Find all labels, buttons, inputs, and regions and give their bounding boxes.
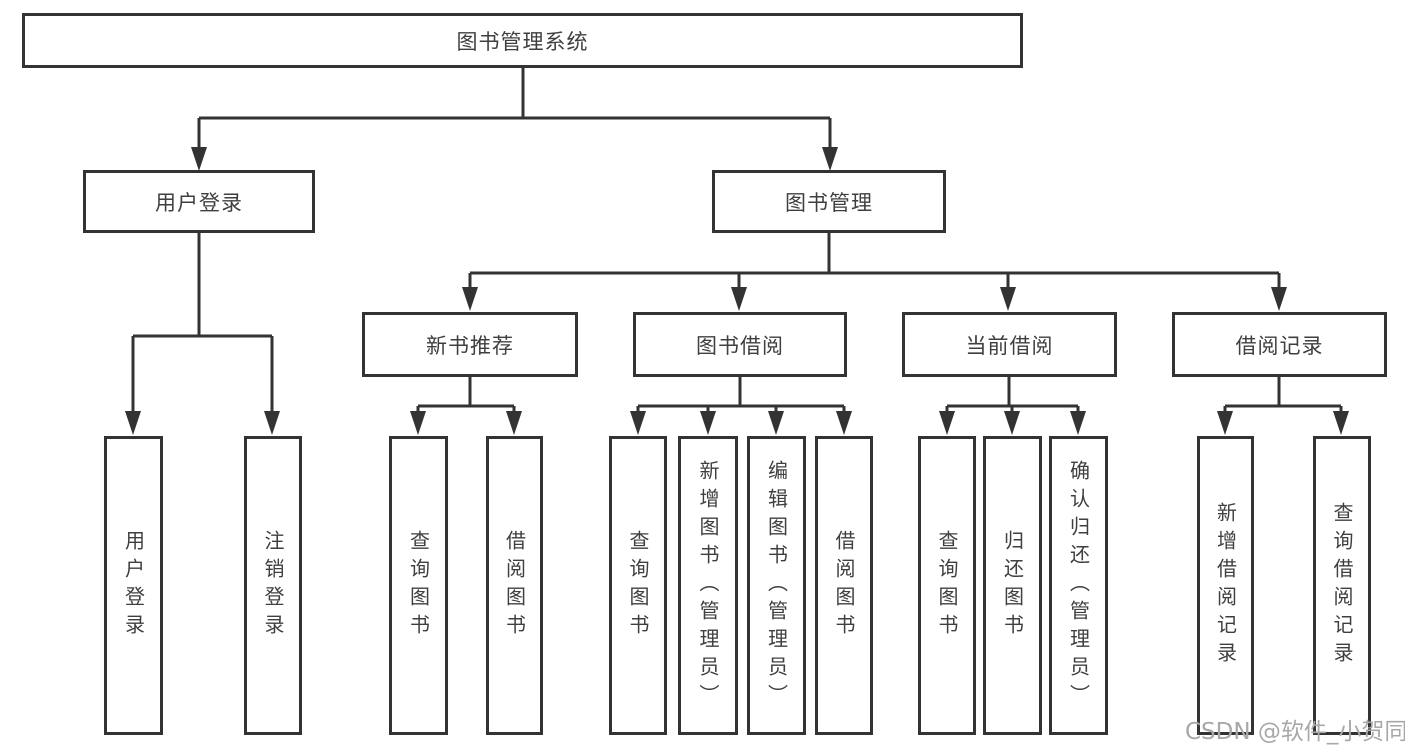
leaf-return-book: 归还图书 [983, 436, 1042, 735]
leaf-borrow-books-borrowing: 借阅图书 [815, 436, 873, 735]
node-library-management-system: 图书管理系统 [22, 13, 1023, 68]
node-current-borrowing: 当前借阅 [902, 312, 1117, 377]
leaf-query-borrow-record: 查询借阅记录 [1313, 436, 1371, 735]
arrowheads [125, 147, 1349, 435]
leaf-label: 注销登录 [261, 529, 285, 642]
node-new-book-recommend: 新书推荐 [362, 312, 578, 377]
leaf-label: 确认归还（管理员） [1066, 459, 1091, 712]
node-book-borrowing: 图书借阅 [633, 312, 847, 377]
node-label: 图书管理系统 [456, 29, 589, 54]
leaf-edit-book-admin: 编辑图书（管理员） [747, 436, 806, 735]
leaf-query-books-current: 查询图书 [918, 436, 976, 735]
csdn-watermark: CSDN @软件_小贺同学 [1185, 719, 1405, 745]
leaf-label: 编辑图书（管理员） [764, 459, 789, 712]
leaf-add-borrow-record: 新增借阅记录 [1197, 436, 1254, 735]
node-label: 借阅记录 [1235, 333, 1324, 358]
leaf-label: 新增图书（管理员） [696, 459, 720, 712]
node-label: 当前借阅 [965, 333, 1054, 358]
leaf-label: 查询借阅记录 [1330, 501, 1354, 670]
node-label: 图书管理 [785, 190, 873, 215]
leaf-label: 新增借阅记录 [1213, 501, 1238, 670]
node-label: 图书借阅 [696, 333, 784, 358]
leaf-add-book-admin: 新增图书（管理员） [678, 436, 738, 735]
leaf-user-login: 用户登录 [104, 436, 163, 735]
leaf-label: 借阅图书 [832, 529, 856, 642]
node-label: 用户登录 [155, 190, 243, 215]
leaf-borrow-books-recommend: 借阅图书 [486, 436, 543, 735]
leaf-label: 查询图书 [406, 529, 431, 642]
node-user-login: 用户登录 [83, 170, 315, 233]
node-label: 新书推荐 [426, 333, 514, 358]
leaf-label: 查询图书 [626, 529, 650, 642]
leaf-label: 查询图书 [935, 529, 959, 642]
leaf-label: 归还图书 [1000, 529, 1025, 642]
leaf-query-books-recommend: 查询图书 [389, 436, 448, 735]
leaf-label: 用户登录 [121, 529, 146, 642]
leaf-confirm-return-admin: 确认归还（管理员） [1049, 436, 1108, 735]
leaf-logout: 注销登录 [244, 436, 302, 735]
node-book-management: 图书管理 [712, 170, 946, 233]
leaf-query-books-borrowing: 查询图书 [609, 436, 667, 735]
leaf-label: 借阅图书 [502, 529, 527, 642]
node-borrowing-records: 借阅记录 [1172, 312, 1387, 377]
